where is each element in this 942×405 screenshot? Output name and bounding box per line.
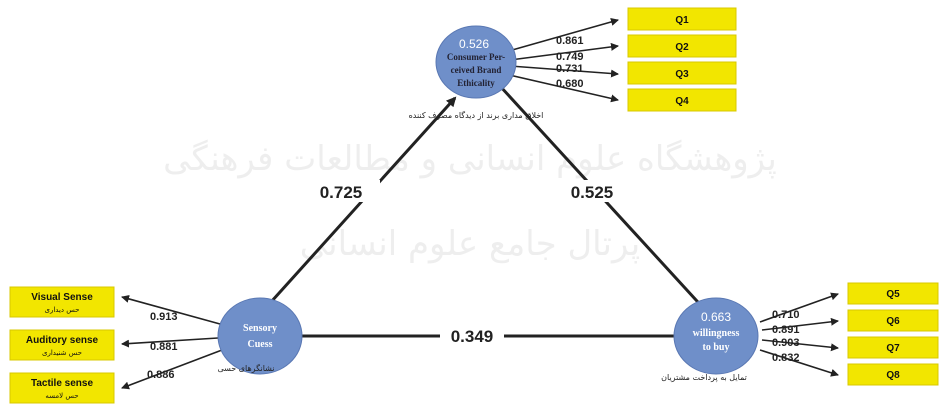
- indicator-label-visual: Visual Sense: [31, 292, 93, 303]
- construct-willingness-to-buy: [673, 297, 759, 375]
- construct-willingness-caption: تمایل به پرداخت مشتریان: [661, 373, 747, 382]
- loading-arrow-q6: [761, 317, 839, 331]
- loading-value-q1: 0.861: [556, 35, 584, 47]
- construct-sensory-caption: نشانگرهای حسی: [217, 363, 274, 373]
- construct-brand-ethicality: [435, 25, 517, 99]
- indicator-box-q7: [847, 336, 939, 359]
- indicator-box-q5: [847, 282, 939, 305]
- indicator-sub-tactile: حس لامسه: [45, 392, 78, 400]
- loading-arrow-q1: [504, 18, 619, 53]
- loading-value-auditory: 0.881: [150, 341, 178, 353]
- loading-value-q7: 0.903: [772, 337, 800, 349]
- indicator-sub-auditory: حس شنیداری: [42, 349, 82, 357]
- indicator-label-q6: Q6: [886, 316, 900, 327]
- loading-arrow-q2: [509, 42, 619, 61]
- loading-arrow-visual: [121, 295, 221, 325]
- indicator-box-q2: [627, 34, 737, 58]
- loading-arrow-auditory: [121, 337, 219, 348]
- loading-arrow-q5: [759, 292, 839, 323]
- path-coefficient-sensory-willingness: 0.349: [451, 327, 494, 346]
- loading-arrow-q4: [504, 73, 619, 103]
- indicator-box-visual: [9, 286, 115, 318]
- loading-value-q3: 0.731: [556, 63, 584, 75]
- loading-arrow-q7: [761, 339, 839, 352]
- loading-arrow-q3: [509, 65, 619, 78]
- construct-brand-label-3: Ethicality: [457, 78, 495, 88]
- loading-value-q8: 0.832: [772, 352, 800, 364]
- r2-willingness: 0.663: [701, 310, 731, 324]
- loading-arrow-tactile: [121, 349, 223, 390]
- loading-value-visual: 0.913: [150, 311, 178, 323]
- indicator-label-q5: Q5: [886, 289, 900, 300]
- construct-brand-caption: اخلاق مداری برند از دیدگاه مصرف کننده: [409, 110, 544, 120]
- path-arrow-sensory-to-brand: [260, 96, 457, 314]
- watermark-line-2: پرتال جامع علوم انسانی: [300, 224, 640, 264]
- indicator-label-q4: Q4: [675, 96, 689, 107]
- construct-willingness-label-1: willingness: [693, 328, 740, 339]
- indicator-label-q7: Q7: [886, 343, 900, 354]
- loading-value-q6: 0.891: [772, 324, 800, 336]
- indicator-label-q8: Q8: [886, 370, 900, 381]
- indicator-box-q4: [627, 88, 737, 112]
- indicator-label-q1: Q1: [675, 15, 689, 26]
- construct-brand-label-1: Consumer Per-: [447, 52, 505, 62]
- r2-brand: 0.526: [459, 37, 489, 51]
- construct-willingness-label-2: to buy: [703, 342, 730, 353]
- indicator-sub-visual: حس دیداری: [44, 306, 79, 314]
- indicator-label-q3: Q3: [675, 69, 689, 80]
- loading-value-q5: 0.710: [772, 309, 800, 321]
- path-coefficient-brand-willingness: 0.525: [571, 183, 614, 202]
- indicator-label-auditory: Auditory sense: [26, 335, 99, 346]
- construct-sensory-cues: [217, 297, 303, 375]
- path-coefficient-sensory-brand: 0.725: [320, 183, 363, 202]
- indicator-box-auditory: [9, 329, 115, 361]
- indicator-box-tactile: [9, 372, 115, 404]
- loading-value-q2: 0.749: [556, 51, 584, 63]
- construct-sensory-label-2: Cuess: [247, 339, 272, 350]
- indicator-label-q2: Q2: [675, 42, 689, 53]
- loading-value-tactile: 0.886: [147, 369, 175, 381]
- watermark-line-1: پژوهشگاه علوم انسانی و مطالعات فرهنگی: [163, 139, 777, 179]
- loading-arrow-q8: [759, 349, 839, 377]
- loading-value-q4: 0.680: [556, 78, 584, 90]
- construct-brand-label-2: ceived Brand: [451, 65, 502, 75]
- indicator-box-q3: [627, 61, 737, 85]
- construct-sensory-label-1: Sensory: [243, 323, 277, 334]
- indicator-box-q1: [627, 7, 737, 31]
- indicator-box-q8: [847, 363, 939, 386]
- indicator-box-q6: [847, 309, 939, 332]
- indicator-label-tactile: Tactile sense: [31, 378, 94, 389]
